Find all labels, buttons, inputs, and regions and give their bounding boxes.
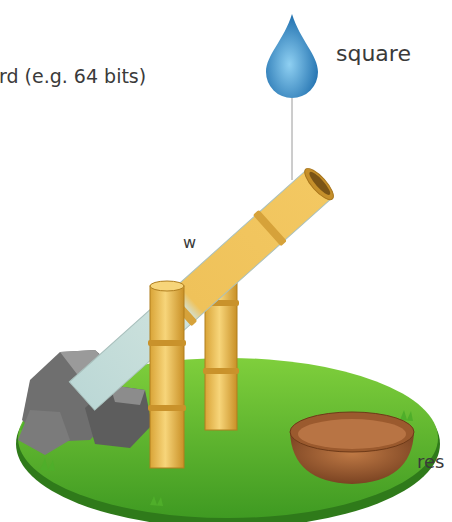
- field-label: rd (e.g. 64 bits): [0, 66, 146, 87]
- water-drop: [266, 14, 318, 98]
- bowl-label: res: [417, 452, 444, 472]
- bamboo-pipe: [68, 164, 338, 412]
- wooden-bowl: [290, 412, 414, 484]
- drop-leader: [292, 98, 293, 180]
- front-post: [148, 281, 186, 468]
- drop-label: square: [336, 42, 411, 66]
- pipe-label: w: [183, 234, 196, 252]
